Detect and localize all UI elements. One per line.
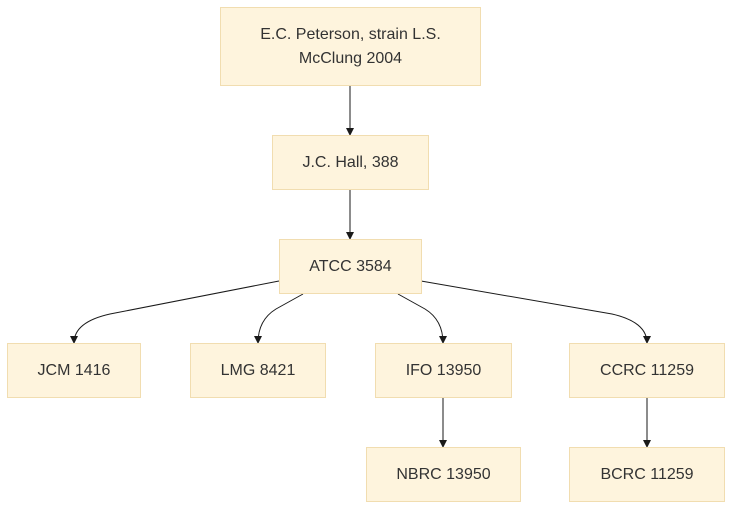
node-bcrc: BCRC 11259: [569, 447, 725, 502]
node-ccrc-label: CCRC 11259: [600, 361, 694, 379]
edge-atcc-to-lmg: [254, 293, 304, 344]
node-lmg-label: LMG 8421: [220, 361, 296, 379]
node-jcm-label: JCM 1416: [37, 361, 111, 379]
node-ifo-label: IFO 13950: [405, 361, 482, 379]
node-peterson: E.C. Peterson, strain L.S. McClung 2004: [220, 7, 481, 86]
node-jcm: JCM 1416: [7, 343, 141, 398]
node-ccrc: CCRC 11259: [569, 343, 725, 398]
node-hall: J.C. Hall, 388: [272, 135, 429, 190]
edge-atcc-to-ccrc: [420, 280, 651, 344]
edge-atcc-to-jcm: [70, 280, 280, 344]
node-nbrc: NBRC 13950: [366, 447, 521, 502]
node-hall-label: J.C. Hall, 388: [302, 153, 399, 171]
edge-atcc-to-ifo: [397, 293, 447, 344]
node-lmg: LMG 8421: [190, 343, 326, 398]
node-atcc-label: ATCC 3584: [309, 257, 392, 275]
node-atcc: ATCC 3584: [279, 239, 422, 294]
node-ifo: IFO 13950: [375, 343, 512, 398]
node-bcrc-label: BCRC 11259: [600, 465, 694, 483]
node-peterson-label: E.C. Peterson, strain L.S. McClung 2004: [260, 25, 441, 67]
node-nbrc-label: NBRC 13950: [396, 465, 491, 483]
